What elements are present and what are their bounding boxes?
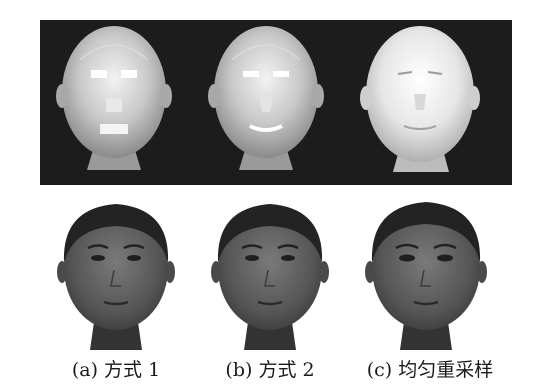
mesh-head-a — [56, 26, 172, 170]
mesh-head-c — [360, 26, 480, 172]
caption-c: (c) 均匀重采样 — [366, 359, 494, 381]
face-render-c — [365, 202, 487, 350]
caption-b: (b) 方式 2 — [225, 359, 315, 381]
caption-a: (a) 方式 1 — [71, 359, 161, 381]
mesh-head-b — [208, 26, 324, 170]
face-render-a — [57, 204, 175, 350]
face-render-b — [211, 204, 329, 350]
